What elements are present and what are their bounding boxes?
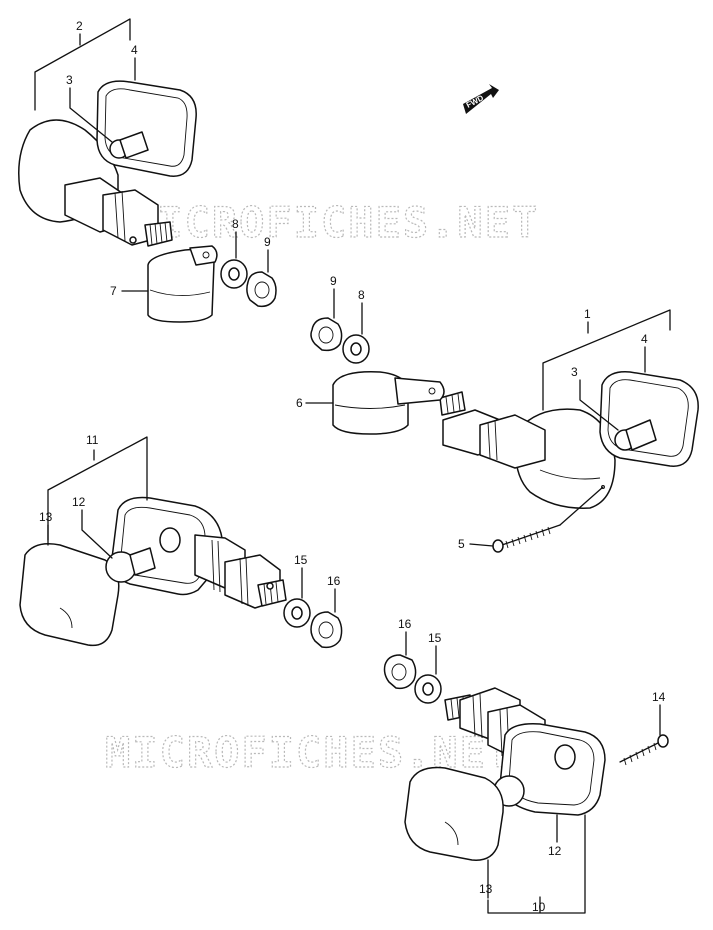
callout-12: 12 [72,495,86,509]
callout-1: 1 [584,307,591,321]
turn-signal-front-right [439,371,699,509]
callout-7: 7 [110,284,117,298]
callout-5: 5 [458,537,465,551]
callout-10: 10 [532,900,546,914]
callout-9: 9 [264,235,271,249]
callout-16: 16 [327,574,341,588]
washer-right [342,334,370,364]
callout-3: 3 [66,73,73,87]
callout-6: 6 [296,396,303,410]
callout-13-b: 13 [479,882,493,896]
clamp-left [147,245,218,323]
callout-8-b: 8 [358,288,365,302]
watermark-top: MICROFICHES.NET [130,198,539,247]
callout-4: 4 [131,43,138,57]
nut-rear-left [310,611,343,649]
washer-rear-left [283,598,311,628]
callout-3-b: 3 [571,365,578,379]
callout-8: 8 [232,217,239,231]
callout-2: 2 [76,19,83,33]
callout-14: 14 [652,690,666,704]
turn-signal-front-left [18,80,197,247]
turn-signal-rear-right [383,654,669,861]
turn-signal-rear-left [19,496,287,647]
callout-12-b: 12 [548,844,562,858]
callout-13: 13 [39,510,53,524]
callout-labels: 2 4 3 8 9 7 9 8 1 4 3 6 5 11 12 13 15 16… [39,19,666,914]
callout-9-b: 9 [330,274,337,288]
leader-lines [34,18,671,914]
callout-15-b: 15 [428,631,442,645]
nut-right [310,317,343,352]
nut-left [246,271,277,308]
washer-left [220,259,248,289]
callout-16-b: 16 [398,617,412,631]
callout-11: 11 [86,433,99,447]
clamp-right [332,371,445,435]
callout-15: 15 [294,553,308,567]
forward-arrow-icon: FWD [463,84,499,114]
callout-4-b: 4 [641,332,648,346]
